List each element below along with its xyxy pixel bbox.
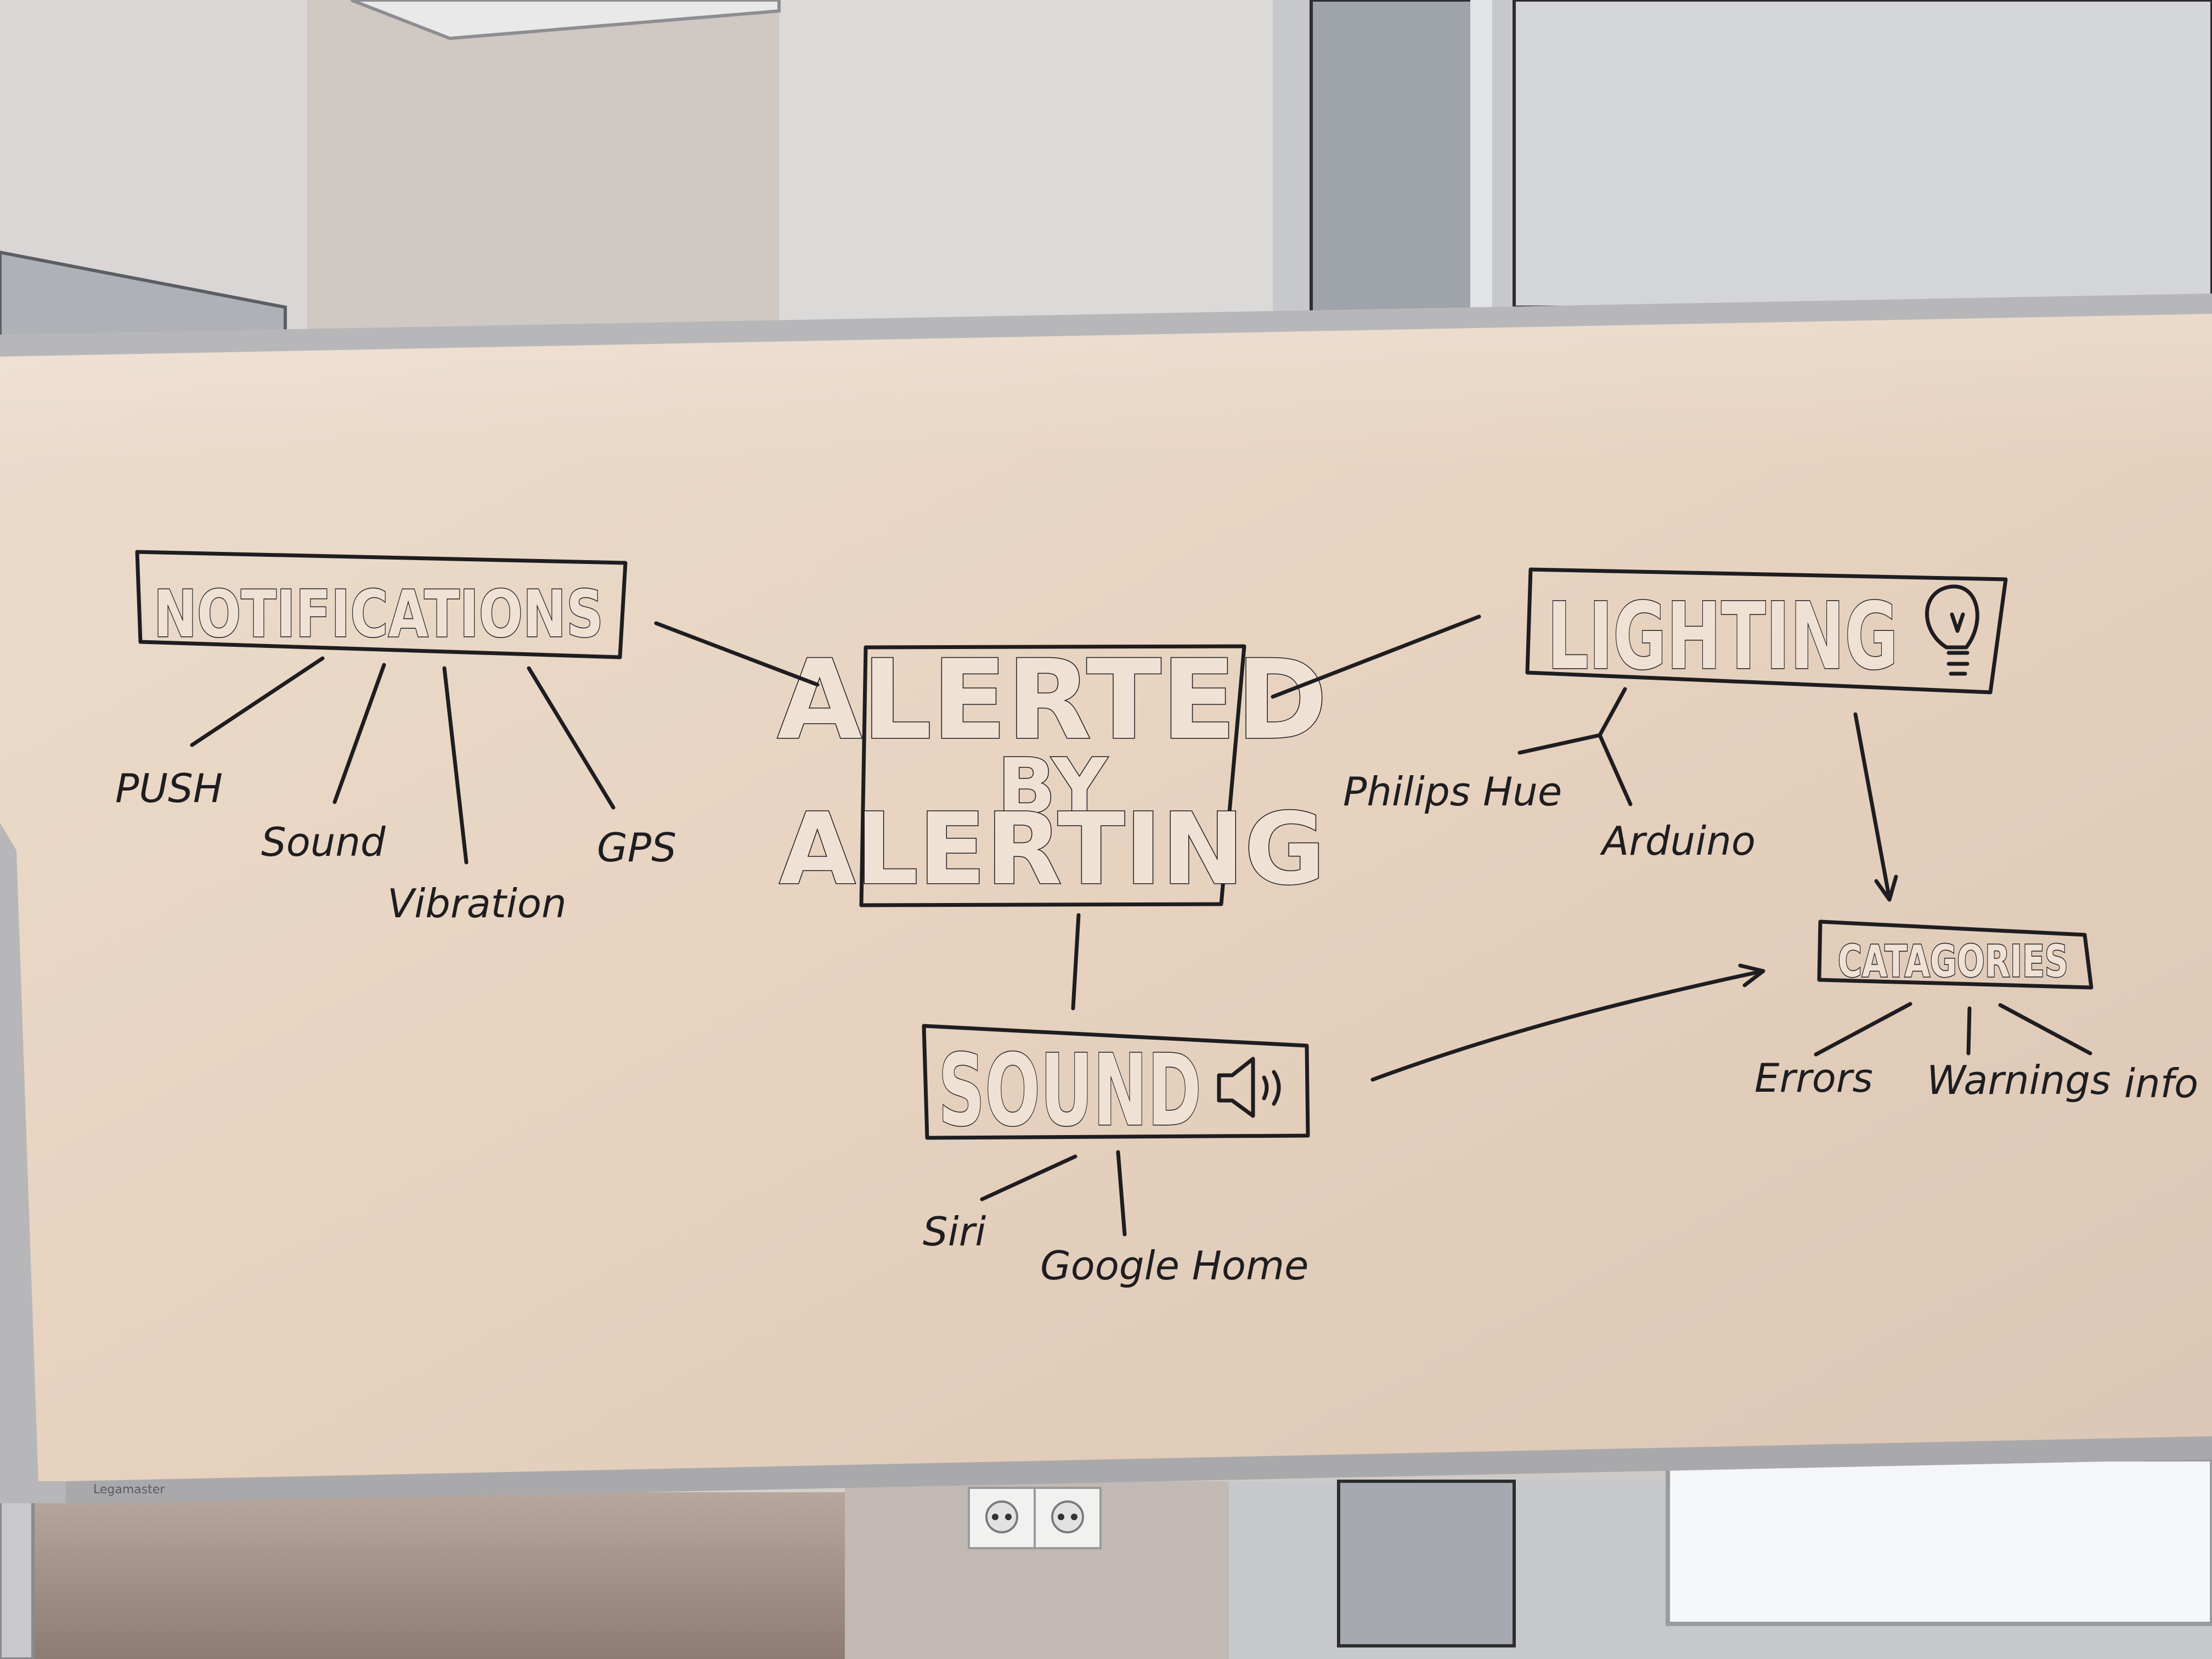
- categories-item-info: info: [2124, 1060, 2198, 1107]
- connector-center-lighting: [1271, 614, 1481, 699]
- lighting-node: LIGHTING Philips Hue Arduino: [1343, 567, 2008, 902]
- central-topic-box: [859, 644, 1246, 907]
- arrow-lighting-categories: [1853, 712, 1892, 901]
- brand-label: Legamaster: [93, 1483, 165, 1497]
- notifications-item-push: PUSH: [115, 765, 223, 811]
- sound-title: SOUND: [938, 1034, 1201, 1148]
- back-wall: [307, 0, 790, 340]
- categories-node: CATAGORIES Errors Warnings info: [1754, 919, 2198, 1107]
- lighting-box: [1525, 567, 2008, 695]
- central-topic-line2: BY: [997, 742, 1108, 832]
- central-topic-line3: ALERTING: [779, 792, 1325, 907]
- lightbulb-icon: [1925, 584, 1979, 676]
- central-topic-line1: ALERTED: [777, 636, 1328, 764]
- notifications-node: NOTIFICATIONS PUSH Sound Vibration GPS: [115, 550, 676, 927]
- categories-box: [1817, 919, 2094, 990]
- categories-item-warnings: Warnings: [1927, 1057, 2111, 1103]
- central-topic: ALERTED BY ALERTING: [776, 636, 1328, 908]
- notifications-item-gps: GPS: [597, 825, 676, 871]
- speaker-icon: [1217, 1057, 1281, 1118]
- marker-tray: [66, 1436, 2212, 1504]
- sound-node: SOUND Siri Google Home: [922, 963, 1765, 1289]
- notifications-item-vibration: Vibration: [387, 881, 567, 927]
- lighting-item-arduino: Arduino: [1600, 818, 1756, 864]
- notifications-title: NOTIFICATIONS: [154, 576, 603, 652]
- arrow-sound-categories: [1370, 969, 1765, 1082]
- categories-item-errors: Errors: [1754, 1055, 1873, 1101]
- lighting-title: LIGHTING: [1547, 583, 1898, 690]
- notifications-box: [135, 550, 628, 659]
- sound-item-siri: Siri: [923, 1209, 986, 1255]
- connector-center-notifications: [654, 621, 820, 687]
- sound-item-google-home: Google Home: [1040, 1243, 1308, 1289]
- whiteboard: Legamaster ALERTED BY ALERTING NOTIFICAT…: [0, 294, 2212, 1504]
- notifications-item-sound: Sound: [261, 819, 386, 865]
- power-socket: [968, 1487, 1102, 1549]
- pillar: [779, 0, 1273, 340]
- lighting-item-philips-hue: Philips Hue: [1343, 769, 1562, 815]
- sound-box: [922, 1024, 1310, 1140]
- categories-title: CATAGORIES: [1838, 936, 2068, 987]
- connector-center-sound: [1071, 913, 1081, 1011]
